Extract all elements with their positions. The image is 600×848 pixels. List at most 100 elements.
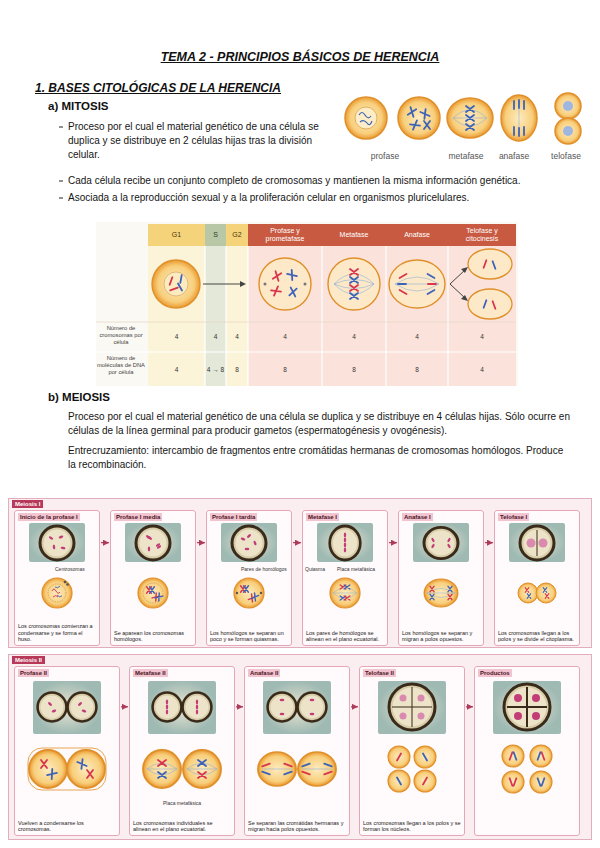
meiosis-ii-figure xyxy=(504,684,550,730)
meiosis-stage-band: Meiosis IIProfase IIVuelven a condensars… xyxy=(8,654,592,840)
bullet-dash xyxy=(59,127,63,128)
meiosis-ii-figure xyxy=(514,778,517,786)
meiosis-ii-figure xyxy=(474,666,580,836)
mitosis-table-figure xyxy=(178,284,182,291)
meiosis-i-figure xyxy=(143,583,163,603)
mitosis-table-figure xyxy=(247,246,248,386)
table-cell: 4 xyxy=(403,333,431,340)
meiosis-i-figure xyxy=(344,533,346,538)
meiosis-i-figure xyxy=(148,547,150,552)
meiosis-i-figure xyxy=(330,578,360,608)
bullet-dash xyxy=(59,181,63,182)
meiosis-ii-figure xyxy=(268,693,297,722)
table-cell: 4 → 8 xyxy=(202,366,230,373)
meiosis-ii-figure xyxy=(530,745,552,767)
mitosis-table-figure xyxy=(484,260,487,268)
meiosis-ii-figure xyxy=(414,746,436,768)
panel-heading: Metafase I xyxy=(306,513,339,521)
header-text: Profase y prometafase xyxy=(250,227,320,243)
mitosis-table-figure xyxy=(400,274,407,278)
meiosis-i-figure xyxy=(424,527,458,558)
panel-heading: Anafase I xyxy=(402,513,433,521)
mitosis-table-figure xyxy=(96,246,516,386)
table-row-label: Número de cromosomas por célula xyxy=(96,325,146,346)
meiosis-ii-figure xyxy=(502,771,524,793)
meiosis-i-figure xyxy=(431,543,435,548)
meiosis-ii-figure xyxy=(51,709,56,713)
meiosis-i-figure xyxy=(344,548,346,553)
meiosis-ii-figure xyxy=(418,695,425,702)
meiosis-i-figure xyxy=(527,539,536,548)
arrow-connector xyxy=(293,542,301,543)
table-header-cell: G1 xyxy=(148,224,205,246)
mitosis-table-figure xyxy=(226,246,248,386)
stage-tag: Meiosis I xyxy=(12,500,43,508)
meiosis-ii-figure xyxy=(183,693,212,722)
meiosis-i-figure xyxy=(317,523,373,562)
table-cell: 4 xyxy=(163,366,191,373)
bullet-dash xyxy=(59,198,63,199)
phase-label: profase xyxy=(363,151,407,161)
mitosis-table-figure xyxy=(170,288,178,291)
meiosis-i-figure xyxy=(206,510,292,646)
panel-heading: Inicio de la profase I xyxy=(18,513,80,521)
mitosis-table-figure xyxy=(461,267,468,273)
meiosis-i-figure xyxy=(155,593,163,601)
mitosis-phases-figure xyxy=(519,100,520,108)
meiosis-ii-figure xyxy=(158,772,166,778)
meiosis-ii-figure xyxy=(502,745,552,793)
body-text: Proceso por el cual el material genético… xyxy=(68,410,573,438)
meiosis-i-figure xyxy=(40,526,74,560)
meiosis-i-figure xyxy=(424,527,458,558)
meiosis-i-figure xyxy=(525,588,529,593)
meiosis-i-figure xyxy=(518,583,538,603)
mitosis-phases-figure xyxy=(555,93,581,144)
meiosis-ii-figure xyxy=(263,681,331,734)
meiosis-i-figure xyxy=(138,578,168,608)
phase-panel: Anafase IISe separan las cromátidas herm… xyxy=(244,666,350,836)
panel-caption: Los homólogos se separan y migran a polo… xyxy=(402,630,480,643)
mitosis-phases-figure xyxy=(466,124,474,130)
subsection-heading: a) MITOSIS xyxy=(48,100,248,112)
meiosis-ii-figure xyxy=(280,699,285,701)
meiosis-i-figure xyxy=(344,543,346,548)
meiosis-i-figure xyxy=(447,537,451,542)
body-text: Asociada a la reproducción sexual y a la… xyxy=(68,191,580,205)
meiosis-ii-figure xyxy=(147,763,217,775)
table-cell: 4 xyxy=(163,333,191,340)
meiosis-i-figure xyxy=(240,537,245,541)
arrow-connector xyxy=(351,706,358,707)
meiosis-ii-figure xyxy=(423,778,427,785)
meiosis-ii-figure xyxy=(397,778,401,785)
mitosis-table-figure xyxy=(96,222,518,386)
meiosis-i-figure xyxy=(509,523,565,562)
figure-callout: Placa metafásica xyxy=(152,800,212,806)
mitosis-table-figure xyxy=(447,246,448,386)
header-text: Anafase xyxy=(404,231,430,239)
mitosis-table-figure xyxy=(259,258,311,310)
meiosis-i-figure xyxy=(424,579,458,607)
panel-heading: Profase I tardía xyxy=(210,513,257,521)
meiosis-i-figure xyxy=(8,498,592,648)
meiosis-ii-figure xyxy=(392,687,432,727)
table-row-label: Número de moléculas de DNA por célula xyxy=(96,355,146,376)
figure-callout: Pares de homólogos xyxy=(241,566,291,572)
meiosis-i-figure xyxy=(110,510,196,646)
mitosis-phases-figure xyxy=(524,101,525,109)
table-cell: 8 xyxy=(271,366,299,373)
mitosis-table-figure xyxy=(152,260,200,308)
meiosis-i-figure xyxy=(136,526,170,560)
mitosis-phases-figure xyxy=(398,97,440,139)
meiosis-ii-figure xyxy=(510,778,513,786)
meiosis-i-figure xyxy=(448,586,452,592)
mitosis-table-figure xyxy=(204,246,205,386)
panel-caption: Se separan las cromátidas hermanas y mig… xyxy=(248,820,346,833)
phase-panel: Profase I mediaSe aparean los cromosomas… xyxy=(110,510,196,646)
meiosis-i-figure xyxy=(48,536,53,540)
meiosis-ii-figure xyxy=(198,772,206,778)
meiosis-i-figure xyxy=(125,523,181,562)
meiosis-i-figure xyxy=(424,527,458,558)
mitosis-phases-figure xyxy=(519,100,520,136)
mitosis-phases-figure xyxy=(514,127,515,135)
